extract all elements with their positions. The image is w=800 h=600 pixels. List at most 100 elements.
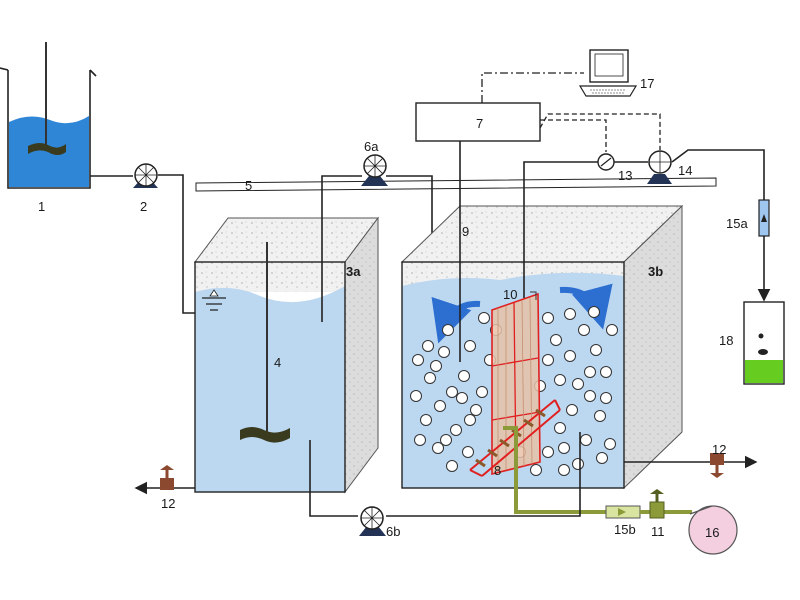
tank-3a-side — [344, 216, 379, 494]
air-bubble — [604, 438, 616, 450]
label-13: 13 — [618, 168, 632, 183]
label-10: 10 — [503, 287, 517, 302]
label-11: 11 — [651, 524, 665, 539]
air-bubble — [458, 370, 470, 382]
air-bubble — [410, 390, 422, 402]
label-6b: 6b — [386, 524, 400, 539]
air-bubble — [564, 308, 576, 320]
tank-3a-water — [195, 286, 345, 492]
label-3a: 3a — [346, 264, 361, 279]
air-bubble — [464, 414, 476, 426]
air-bubble — [566, 404, 578, 416]
tank-3a-front-foam — [195, 262, 345, 292]
air-bubble — [414, 434, 426, 446]
label-12-right: 12 — [712, 442, 726, 457]
drain-valve-left — [160, 465, 174, 490]
air-bubble — [594, 410, 606, 422]
air-bubble — [590, 344, 602, 356]
permeate-line — [523, 149, 764, 300]
air-valve-11 — [649, 489, 665, 519]
air-flowmeter-15b — [605, 505, 641, 519]
label-18: 18 — [719, 333, 733, 348]
air-bubble — [588, 306, 600, 318]
drain-valve-right — [710, 453, 724, 478]
air-bubble — [420, 414, 432, 426]
tank-3a-mixer — [240, 242, 290, 443]
air-bubble — [478, 312, 490, 324]
suction-pump-14 — [647, 150, 672, 184]
air-bubble — [462, 446, 474, 458]
label-15b: 15b — [614, 522, 636, 537]
label-2: 2 — [140, 199, 147, 214]
permeate-liquid — [745, 360, 783, 383]
pump2-to-tank3a-line — [158, 174, 197, 314]
air-bubble — [442, 324, 454, 336]
return-line-6b — [309, 432, 581, 517]
computer — [578, 49, 638, 97]
air-bubble — [542, 354, 554, 366]
label-4: 4 — [274, 355, 281, 370]
air-bubble — [558, 464, 570, 476]
air-bubble — [542, 312, 554, 324]
signal-line-computer — [481, 72, 584, 103]
label-12-left: 12 — [161, 496, 175, 511]
air-bubble — [430, 360, 442, 372]
air-bubble — [558, 442, 570, 454]
air-bubble — [606, 324, 618, 336]
label-1: 1 — [38, 199, 45, 214]
air-bubble — [550, 334, 562, 346]
label-6a: 6a — [364, 139, 379, 154]
air-bubble — [530, 464, 542, 476]
air-bubble — [578, 324, 590, 336]
support-plate — [195, 177, 717, 192]
label-17: 17 — [640, 76, 654, 91]
air-bubble — [554, 374, 566, 386]
air-bubble — [464, 340, 476, 352]
return-pump-6b — [359, 506, 386, 536]
air-bubble — [446, 460, 458, 472]
label-5: 5 — [245, 178, 252, 193]
feed-beaker — [0, 42, 97, 189]
air-bubble — [434, 400, 446, 412]
air-bubble — [446, 386, 458, 398]
air-bubble — [412, 354, 424, 366]
label-15a: 15a — [726, 216, 748, 231]
controller-box — [415, 102, 541, 142]
feed-pump — [133, 163, 158, 188]
air-bubble — [580, 434, 592, 446]
air-bubble — [554, 422, 566, 434]
air-bubble — [470, 404, 482, 416]
flowmeter-15a — [758, 199, 770, 237]
air-blower-16 — [688, 505, 738, 555]
pressure-gauge-13 — [597, 153, 615, 171]
tank-3a — [194, 216, 379, 494]
air-bubble — [422, 340, 434, 352]
air-bubble — [584, 390, 596, 402]
air-bubble — [432, 442, 444, 454]
air-bubble — [584, 366, 596, 378]
air-bubble — [440, 434, 452, 446]
air-bubble — [438, 346, 450, 358]
label-16: 16 — [705, 525, 719, 540]
beaker-stirrer-blade — [28, 143, 66, 155]
air-bubble — [476, 386, 488, 398]
air-bubble — [572, 458, 584, 470]
label-9: 9 — [462, 224, 469, 239]
air-bubble — [596, 452, 608, 464]
label-8: 8 — [494, 463, 501, 478]
air-bubble — [600, 366, 612, 378]
label-3b: 3b — [648, 264, 663, 279]
air-bubble — [424, 372, 436, 384]
signal-line-14 — [539, 113, 661, 150]
air-bubble — [600, 392, 612, 404]
label-7: 7 — [476, 116, 483, 131]
air-bubble — [450, 424, 462, 436]
label-14: 14 — [678, 163, 692, 178]
signal-line-13 — [540, 119, 607, 152]
air-bubble — [456, 392, 468, 404]
air-bubble — [542, 446, 554, 458]
air-supply-line — [503, 426, 606, 514]
permeate-container — [743, 301, 785, 385]
recycle-pump-6a — [361, 154, 388, 186]
